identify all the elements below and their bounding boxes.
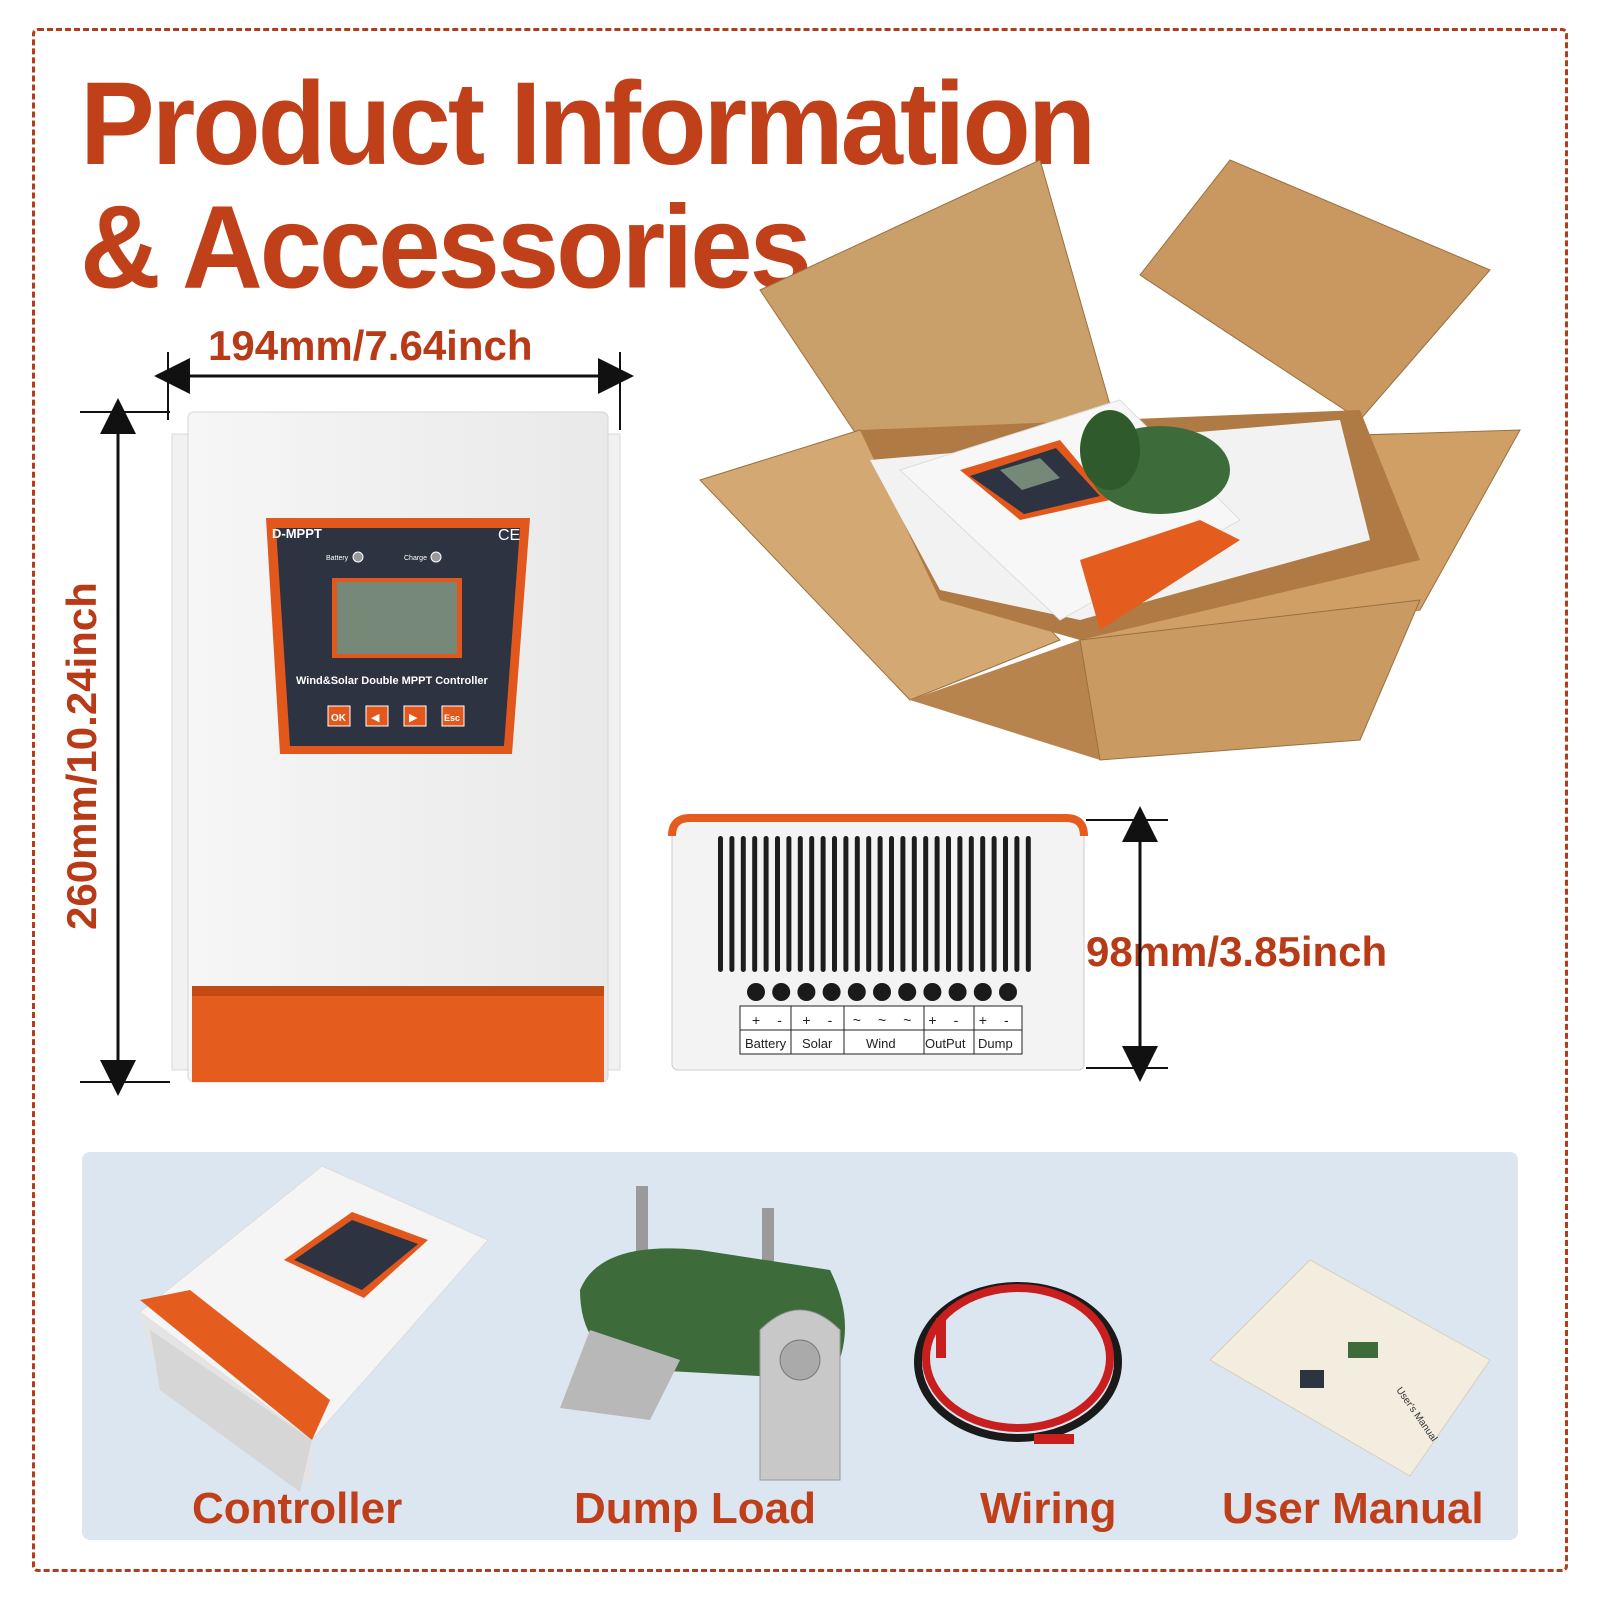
vent-slot <box>797 836 803 972</box>
terminal-polarity-sign: + <box>979 1012 987 1028</box>
accessory-label-wiring: Wiring <box>980 1484 1117 1533</box>
vent-slot <box>718 836 723 972</box>
terminal-screw-hole <box>873 983 891 1001</box>
model-text: Wind&Solar Double MPPT Controller <box>296 675 489 687</box>
terminal-polarity-sign: + <box>928 1012 936 1028</box>
vent-slot <box>786 836 792 972</box>
vent-slot <box>957 836 963 972</box>
terminal-label-battery: Battery <box>745 1036 787 1051</box>
vent-slot <box>877 836 883 972</box>
vent-slot <box>980 836 986 972</box>
terminal-screw-hole <box>923 983 942 1001</box>
vent-slot <box>843 836 849 972</box>
terminal-polarity-sign: - <box>828 1012 833 1028</box>
vent-slot <box>889 836 894 972</box>
terminal-polarity-sign: + <box>752 1012 760 1028</box>
vent-slot <box>1003 836 1008 972</box>
charge-indicator-label: Charge <box>404 555 427 562</box>
vent-slot <box>911 836 917 972</box>
terminal-polarity-sign: ~ <box>903 1012 911 1028</box>
open-box-image <box>699 159 1521 761</box>
title-line-1: Product Information <box>80 57 1096 190</box>
ok-button-label: OK <box>331 713 347 724</box>
terminal-screw-hole <box>999 983 1017 1001</box>
terminal-polarity-sign: ~ <box>853 1012 861 1028</box>
lcd-screen <box>337 582 457 654</box>
left-button-label: ◀ <box>371 712 380 724</box>
vent-slot <box>866 836 872 972</box>
page-title: Product Information & Accessories <box>80 61 1096 313</box>
depth-arrow <box>1086 806 1168 1082</box>
vent-slot <box>820 836 826 972</box>
terminal-label-dump: Dump <box>978 1036 1013 1051</box>
control-buttons: OK ◀ ▶ Esc <box>327 705 465 727</box>
esc-button-label: Esc <box>444 713 460 723</box>
vent-slot <box>991 836 997 972</box>
vent-slot <box>763 836 769 972</box>
height-arrow <box>80 398 170 1096</box>
accessory-label-dump-load: Dump Load <box>574 1484 816 1533</box>
vent-slot <box>775 836 780 972</box>
terminal-polarity-sign: + <box>802 1012 810 1028</box>
vent-slot <box>946 836 951 972</box>
vent-slot <box>1014 836 1020 972</box>
vent-slot <box>809 836 815 972</box>
vent-slot <box>968 836 974 972</box>
accessory-label-user-manual: User Manual <box>1222 1484 1484 1533</box>
vent-slot <box>923 836 929 972</box>
controller-front-view: D-MPPT CE Battery Charge Wind&Solar Doub… <box>171 411 621 1083</box>
terminal-screw-hole <box>747 983 765 1001</box>
title-line-2: & Accessories <box>80 181 812 313</box>
controller-bottom-view: + - + - ~ ~ ~ + - + - Battery Solar Wind OutPut Du… <box>668 814 1088 1071</box>
vent-slot <box>832 836 837 972</box>
terminal-label-output: OutPut <box>925 1036 966 1051</box>
terminal-polarity-sign: - <box>954 1012 959 1028</box>
dashed-border-frame <box>32 28 1568 1572</box>
terminal-screw-hole <box>847 983 866 1001</box>
vent-slot <box>854 836 860 972</box>
terminal-polarity-sign: ~ <box>878 1012 886 1028</box>
terminal-label-solar: Solar <box>802 1036 833 1051</box>
terminal-screw-hole <box>898 983 917 1001</box>
right-button-label: ▶ <box>409 712 418 724</box>
vent-slot <box>752 836 758 972</box>
terminal-screw-hole <box>948 983 967 1001</box>
accessory-label-controller: Controller <box>192 1484 403 1533</box>
terminal-screw-hole <box>822 983 841 1001</box>
vent-slot <box>1025 836 1031 972</box>
width-arrow <box>154 352 634 430</box>
terminal-label-wind: Wind <box>866 1036 896 1051</box>
terminal-polarity-sign: - <box>1004 1012 1009 1028</box>
brand-label: D-MPPT <box>272 526 322 541</box>
terminal-polarity-sign: - <box>777 1012 782 1028</box>
vent-slot <box>729 836 735 972</box>
vent-slot <box>900 836 906 972</box>
terminal-screw-hole <box>772 983 791 1001</box>
terminal-screw-hole <box>797 983 816 1001</box>
accessories-panel <box>82 1152 1518 1540</box>
battery-indicator-label: Battery <box>326 555 349 562</box>
ce-mark: CE <box>498 527 520 544</box>
vent-slot <box>934 836 940 972</box>
terminal-screw-hole <box>973 983 992 1001</box>
vent-slot <box>740 836 746 972</box>
